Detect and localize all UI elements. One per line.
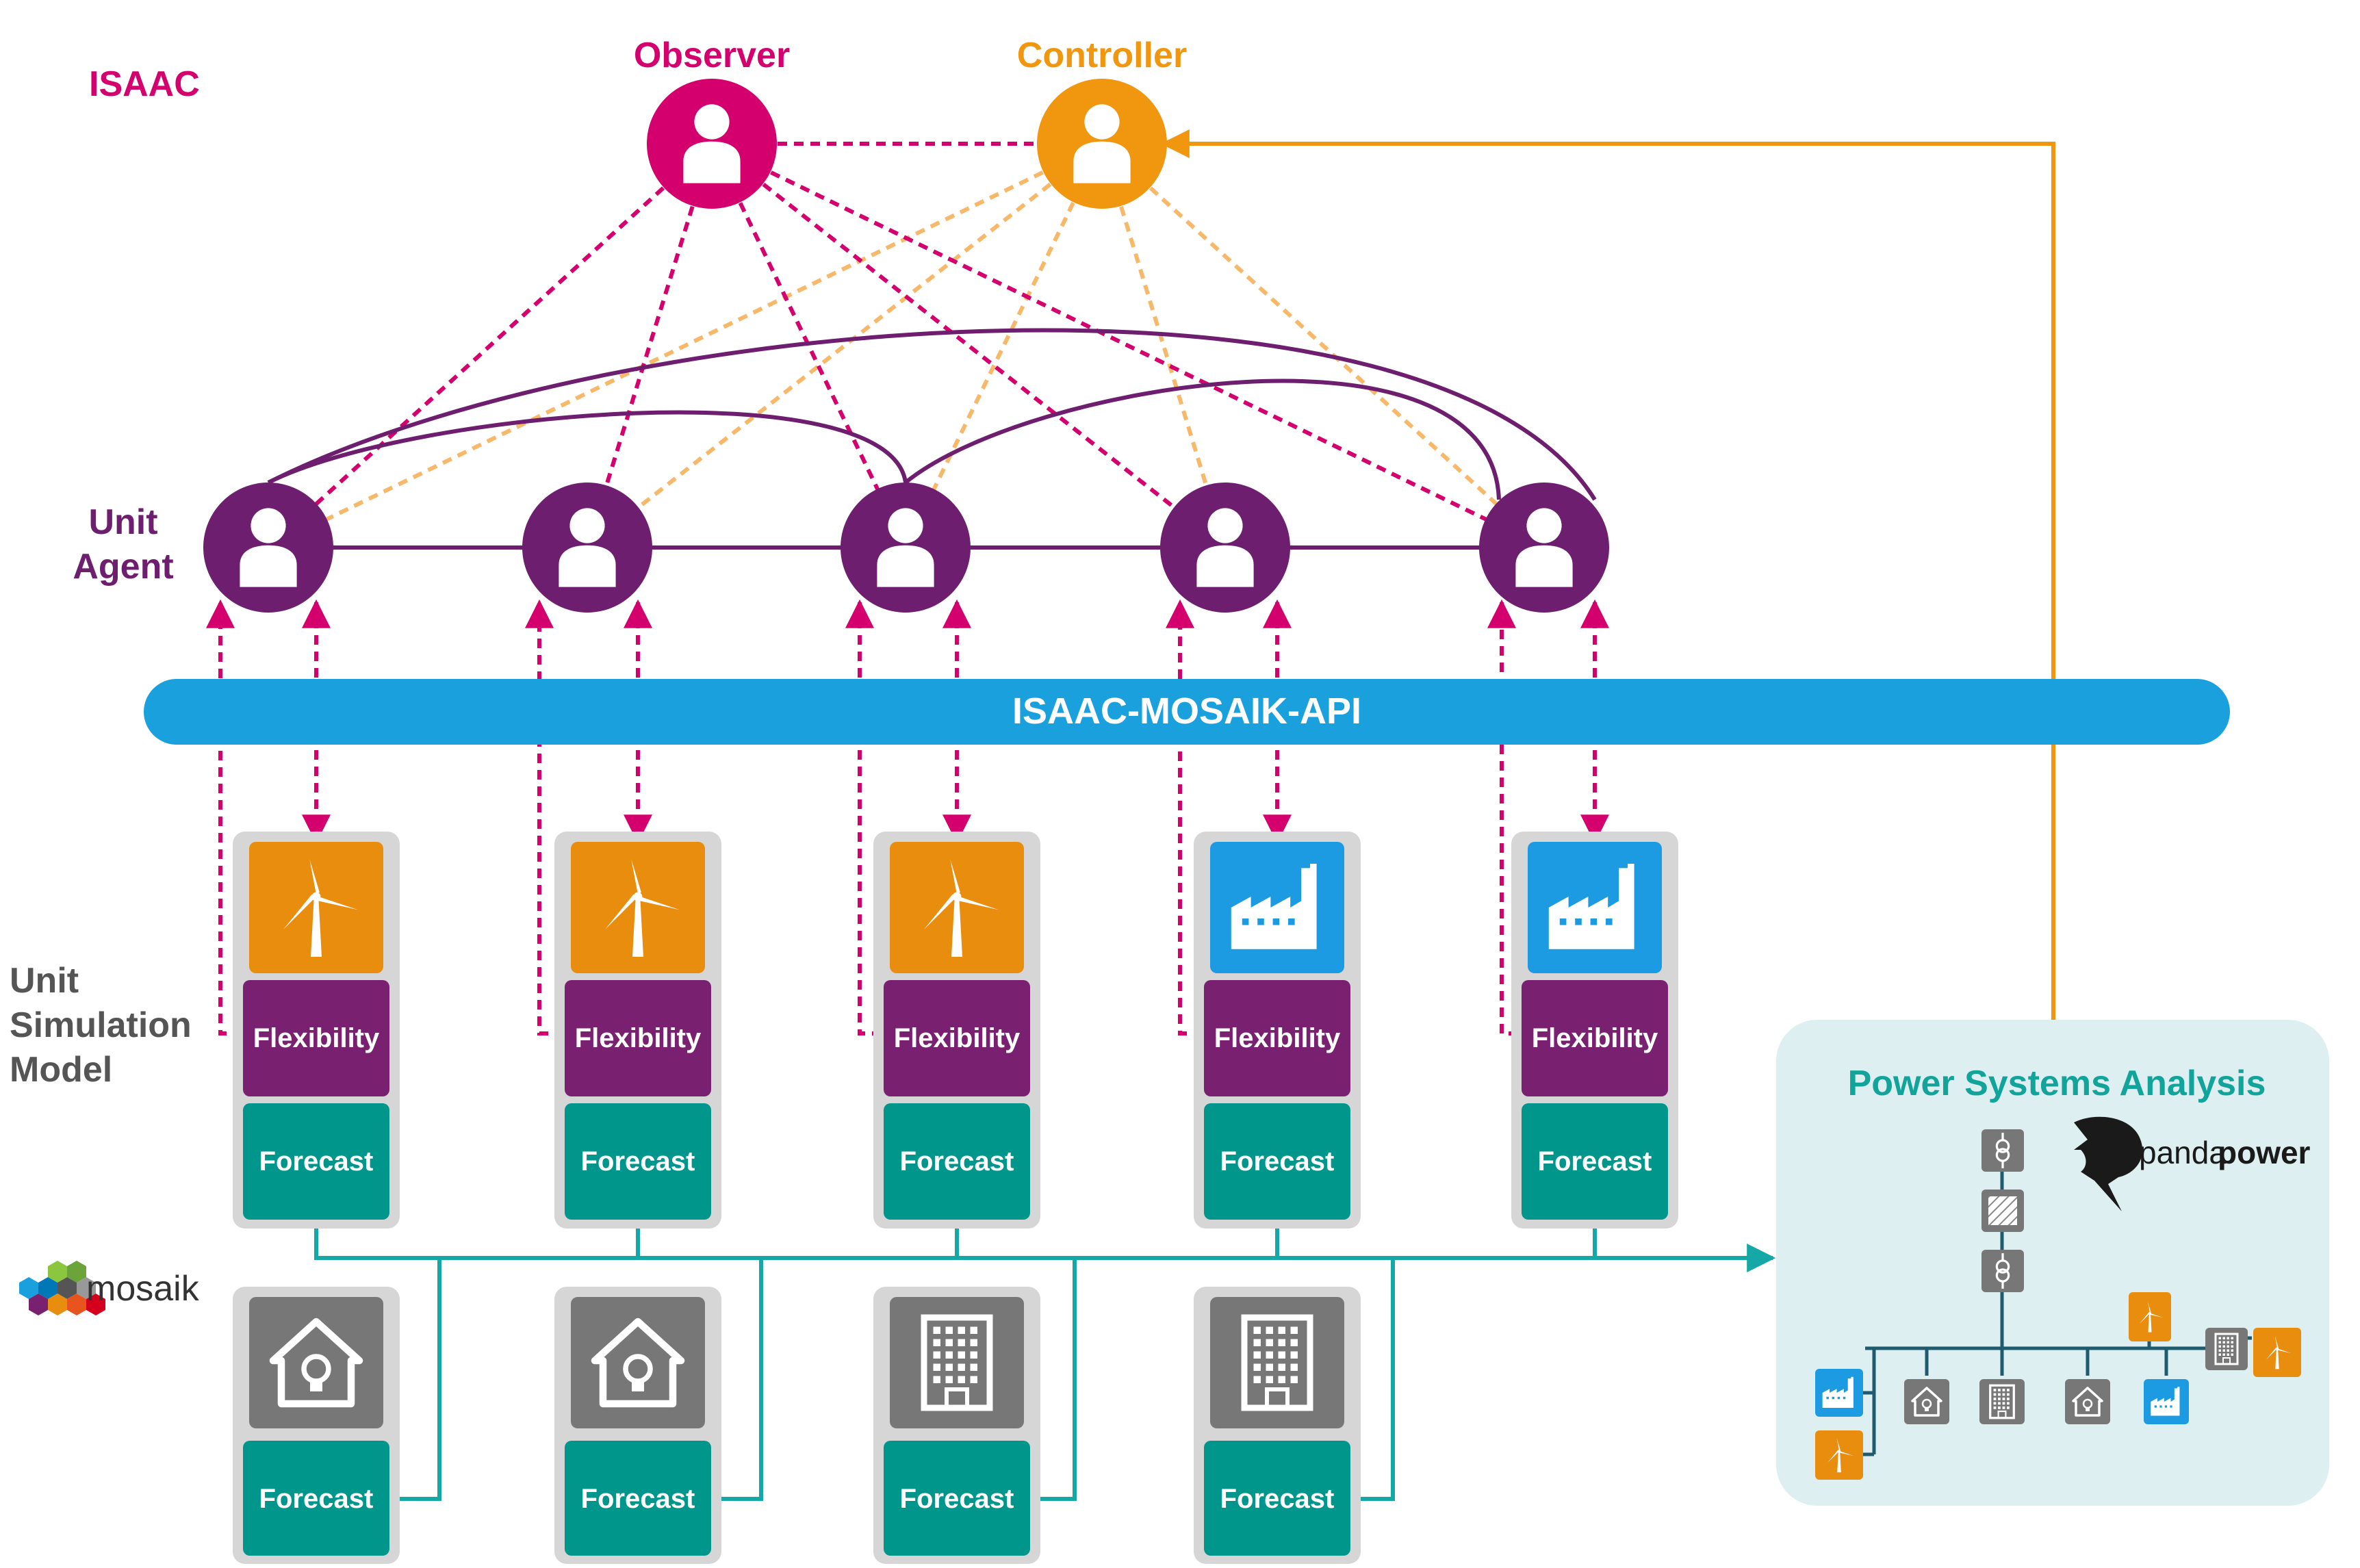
unit-agent-3[interactable]: [841, 483, 971, 613]
panda-bolt-icon: [2074, 1116, 2143, 1211]
api-bar-label: ISAAC-MOSAIK-API: [1012, 691, 1361, 732]
power-systems-analysis-panel[interactable]: Power Systems Analysis panda power: [1776, 1020, 2329, 1506]
load-stack-4[interactable]: Forecast: [1194, 1287, 1361, 1564]
load-stack-2[interactable]: Forecast: [554, 1287, 721, 1564]
forecast-label: Forecast: [1538, 1146, 1652, 1177]
flexibility-label: Flexibility: [894, 1023, 1021, 1053]
teal-connections: [314, 1218, 1776, 1501]
unit-agents: [203, 483, 1609, 613]
pandapower-part1: panda: [2139, 1135, 2227, 1170]
unit-agent-label-line2: Agent: [73, 547, 173, 587]
unit-sim-label-line3: Model: [10, 1050, 112, 1090]
controller-label: Controller: [1017, 36, 1187, 75]
unit-sim-label-line2: Simulation: [10, 1005, 192, 1045]
mosaik-logo: mosaik: [19, 1261, 200, 1315]
forecast-label: Forecast: [259, 1484, 374, 1514]
unit-agent-2[interactable]: [522, 483, 652, 613]
unit-agent-1[interactable]: [203, 483, 333, 613]
observer-controller-links: [266, 142, 1546, 550]
pandapower-part2: power: [2218, 1135, 2311, 1170]
unit-agent-4[interactable]: [1160, 483, 1290, 613]
observer-node[interactable]: Observer: [634, 36, 790, 209]
isaac-mosaik-api-bar[interactable]: ISAAC-MOSAIK-API: [144, 679, 2230, 745]
isaac-label: ISAAC: [89, 64, 200, 104]
load-stack-3[interactable]: Forecast: [873, 1287, 1040, 1564]
switchgear-icon: [1988, 1196, 2017, 1225]
forecast-label: Forecast: [581, 1484, 695, 1514]
load-stack-1[interactable]: Forecast: [233, 1287, 400, 1564]
forecast-label: Forecast: [1220, 1484, 1335, 1514]
mosaik-hexagon-icon: [19, 1261, 105, 1315]
flexibility-label: Flexibility: [1532, 1023, 1658, 1053]
psa-title: Power Systems Analysis: [1848, 1064, 2266, 1103]
unit-agent-5[interactable]: [1479, 483, 1609, 613]
unit-sim-label-line1: Unit: [10, 961, 79, 1001]
unit-stack-3[interactable]: Flexibility Forecast: [873, 832, 1040, 1229]
pandapower-logo: panda power: [2074, 1116, 2311, 1211]
mosaik-wordmark: mosaik: [86, 1269, 200, 1309]
flexibility-label: Flexibility: [575, 1023, 702, 1053]
flexibility-label: Flexibility: [1214, 1023, 1341, 1053]
unit-stack-4[interactable]: Flexibility Forecast: [1194, 832, 1361, 1229]
forecast-label: Forecast: [900, 1146, 1014, 1177]
forecast-label: Forecast: [1220, 1146, 1335, 1177]
unit-stack-5[interactable]: Flexibility Forecast: [1511, 832, 1678, 1229]
controller-node[interactable]: Controller: [1017, 36, 1187, 209]
unit-agent-label-line1: Unit: [88, 502, 157, 542]
forecast-label: Forecast: [900, 1484, 1014, 1514]
unit-stack-1[interactable]: Flexibility Forecast: [233, 832, 400, 1229]
unit-stack-2[interactable]: Flexibility Forecast: [554, 832, 721, 1229]
forecast-label: Forecast: [581, 1146, 695, 1177]
forecast-label: Forecast: [259, 1146, 374, 1177]
observer-label: Observer: [634, 36, 790, 75]
flexibility-label: Flexibility: [253, 1023, 380, 1053]
